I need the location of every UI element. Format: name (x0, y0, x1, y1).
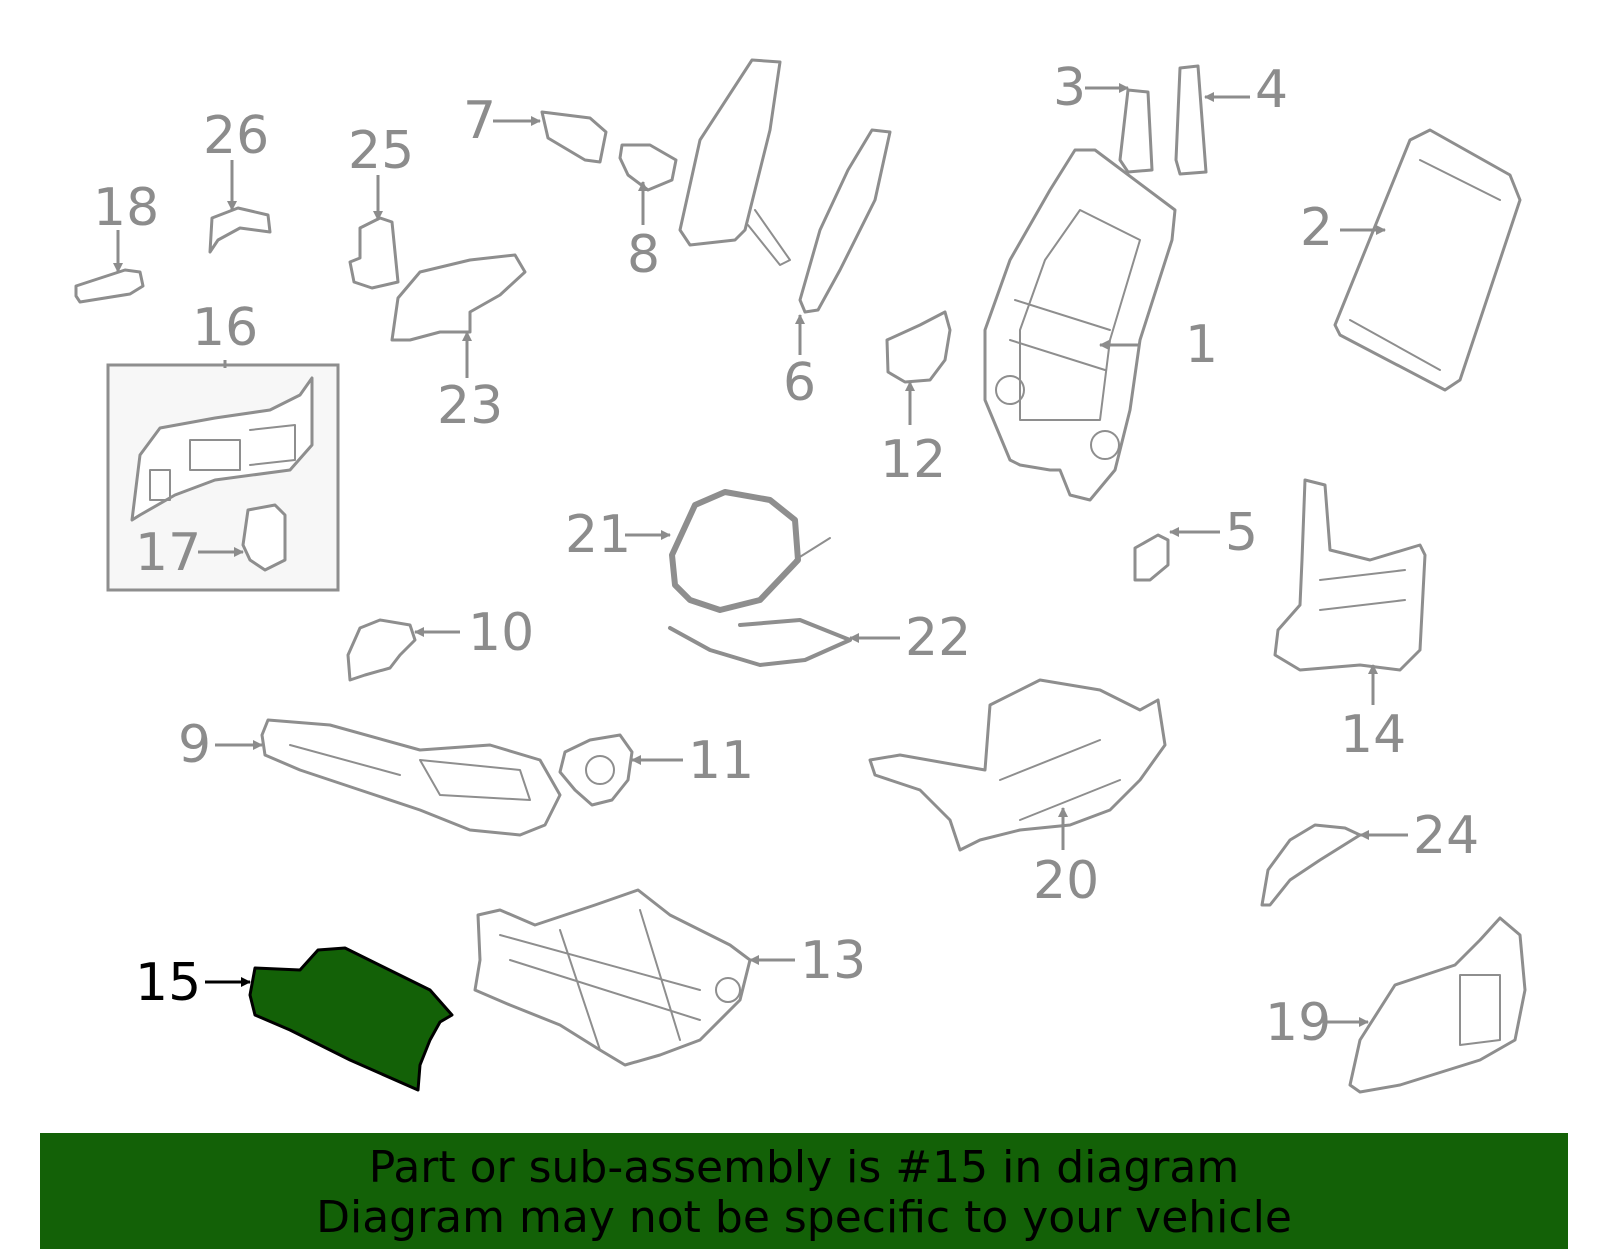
callout-24: 24 (1413, 806, 1479, 866)
callout-17: 17 (135, 523, 201, 583)
callout-19: 19 (1265, 993, 1331, 1053)
part-8-shape (618, 143, 678, 192)
callout-labels: 1 2 3 4 5 6 7 8 9 10 11 12 13 14 15 16 1… (93, 58, 1479, 1053)
part-7-shape (540, 110, 608, 164)
callout-11: 11 (688, 731, 754, 791)
part-11-shape (558, 733, 634, 807)
part-23-shape (390, 253, 527, 342)
part-18-shape (74, 268, 145, 304)
callout-13: 13 (800, 931, 866, 991)
part-16-shape (130, 376, 314, 522)
callout-9: 9 (178, 715, 211, 775)
part-3-shape (1118, 88, 1154, 174)
notice-banner: Part or sub-assembly is #15 in diagram D… (40, 1133, 1568, 1249)
part-26-shape (208, 206, 272, 254)
callout-7: 7 (463, 91, 496, 151)
part-21-shape (669, 489, 801, 613)
notice-line-2: Diagram may not be specific to your vehi… (316, 1192, 1292, 1243)
part-9-shape (260, 718, 562, 837)
callout-4: 4 (1255, 60, 1288, 120)
callout-2: 2 (1300, 198, 1333, 258)
callout-8: 8 (627, 225, 660, 285)
back-panel-shape (678, 58, 782, 247)
part-12-shape (885, 310, 952, 384)
part-4-shape (1174, 64, 1208, 176)
part-19-shape (1348, 916, 1527, 1094)
callout-6: 6 (783, 353, 816, 413)
callout-16: 16 (192, 298, 258, 358)
part-10-shape (346, 618, 417, 682)
callout-14: 14 (1340, 705, 1406, 765)
callout-22: 22 (905, 608, 971, 668)
part-15-shape (248, 946, 454, 1092)
callout-21: 21 (565, 505, 631, 565)
callout-1: 1 (1185, 315, 1218, 375)
part-5-shape (1133, 533, 1170, 582)
part-1-shape (983, 148, 1177, 502)
callout-20: 20 (1033, 851, 1099, 911)
callout-23: 23 (437, 376, 503, 436)
callout-3: 3 (1053, 58, 1086, 118)
part-6-shape (798, 128, 892, 314)
callout-26: 26 (203, 106, 269, 166)
part-25-shape (348, 216, 400, 290)
part-2-shape (1333, 128, 1522, 392)
notice-line-1: Part or sub-assembly is #15 in diagram (368, 1142, 1240, 1193)
callout-10: 10 (468, 603, 534, 663)
part-17-shape (241, 503, 287, 572)
part-24-shape (1260, 823, 1362, 907)
callout-5: 5 (1225, 503, 1258, 563)
part-13-shape (473, 888, 752, 1067)
callout-12: 12 (880, 430, 946, 490)
callout-18: 18 (93, 178, 159, 238)
leader-lines (113, 83, 1408, 1027)
callout-15: 15 (135, 953, 201, 1013)
callout-25: 25 (348, 121, 414, 181)
part-20-shape (868, 678, 1167, 852)
part-14-shape (1273, 478, 1427, 672)
